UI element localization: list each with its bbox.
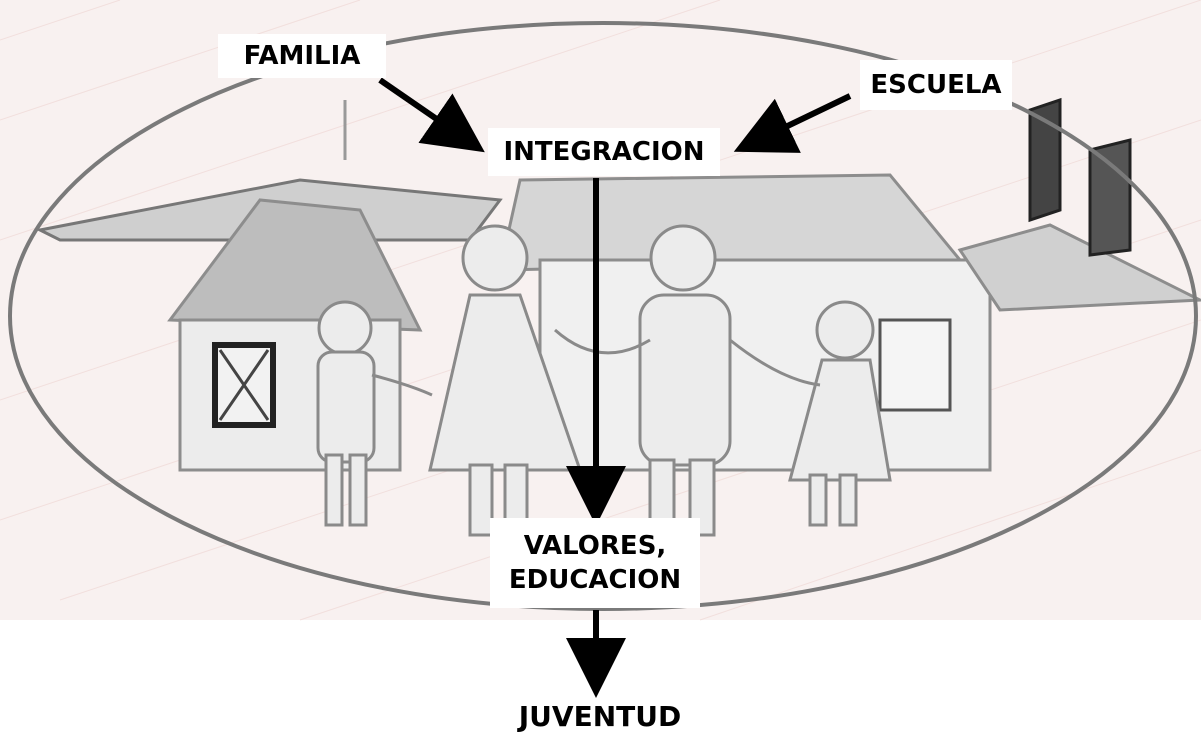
mother-figure bbox=[461, 224, 529, 292]
node-valores-line2: EDUCACION bbox=[508, 565, 682, 595]
node-escuela: ESCUELA bbox=[860, 60, 1012, 110]
node-integracion: INTEGRACION bbox=[488, 128, 720, 176]
node-juventud: JUVENTUD bbox=[518, 700, 682, 733]
child-left-figure bbox=[317, 300, 373, 356]
father-figure bbox=[649, 224, 717, 292]
node-familia: FAMILIA bbox=[218, 34, 386, 78]
node-valores-line1: VALORES, bbox=[523, 531, 667, 561]
child-right-figure bbox=[815, 300, 875, 360]
arrow-familia-to-integracion bbox=[378, 77, 485, 153]
node-valores-educacion: VALORES, EDUCACION bbox=[490, 518, 700, 608]
right-house-sketch bbox=[498, 97, 1201, 472]
arrow-escuela-to-integracion bbox=[733, 93, 852, 153]
context-ellipse bbox=[8, 21, 1198, 611]
family-figures bbox=[316, 224, 892, 537]
